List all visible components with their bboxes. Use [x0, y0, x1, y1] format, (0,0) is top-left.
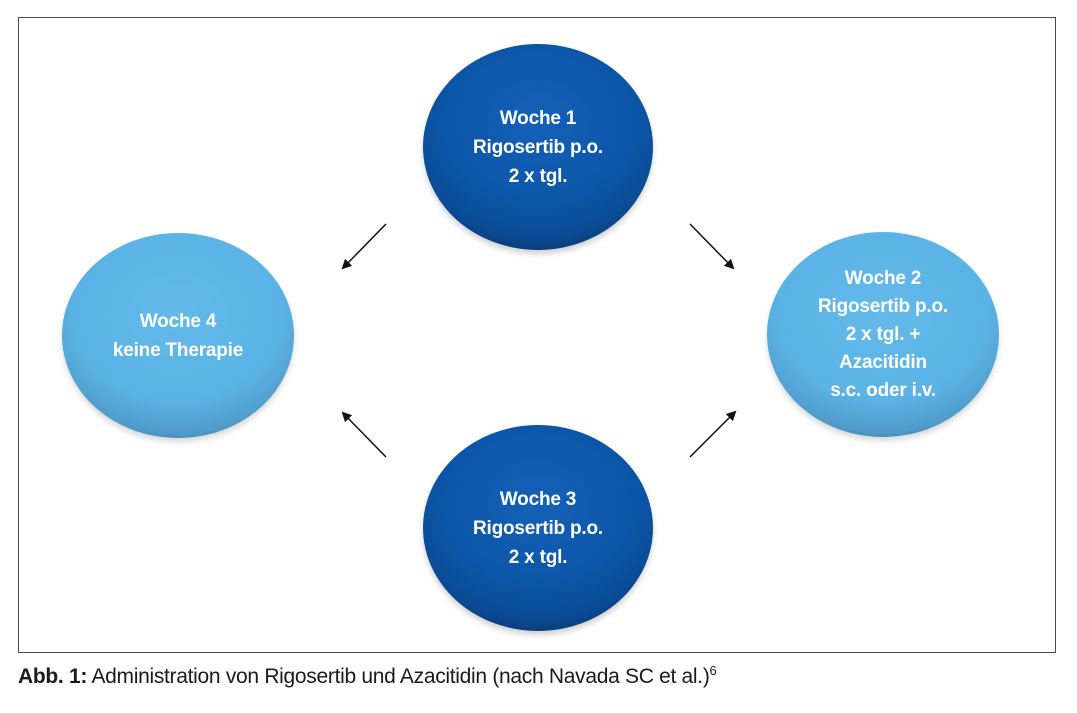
- arrow-week3-to-week4: [341, 411, 387, 458]
- node-week-3-line-2: Rigosertib p.o.: [472, 517, 603, 539]
- arrow-week4-to-week1: [341, 223, 387, 270]
- node-week-2-line-3: 2 x tgl. +: [845, 323, 921, 345]
- node-week-2-line-2: Rigosertib p.o.: [817, 295, 948, 317]
- node-week-2-line-1: Woche 2: [844, 267, 922, 289]
- node-week-4: Woche 4 keine Therapie: [62, 233, 294, 438]
- node-week-2-line-5: s.c. oder i.v.: [830, 379, 936, 401]
- node-week-4-line-1: Woche 4: [139, 310, 217, 332]
- node-week-3-line-3: 2 x tgl.: [508, 546, 568, 568]
- caption-reference: 6: [709, 663, 717, 678]
- node-week-2-line-4: Azacitidin: [839, 351, 927, 373]
- arrow-week1-to-week2: [689, 223, 735, 270]
- node-week-1-line-1: Woche 1: [499, 107, 577, 129]
- arrow-week2-to-week3: [689, 410, 737, 458]
- node-week-2: Woche 2 Rigosertib p.o. 2 x tgl. + Azaci…: [767, 232, 999, 437]
- node-week-1: Woche 1 Rigosertib p.o. 2 x tgl.: [423, 44, 653, 250]
- caption-text: Administration von Rigosertib und Azacit…: [87, 665, 710, 688]
- node-week-4-line-2: keine Therapie: [112, 339, 244, 361]
- figure-caption: Abb. 1: Administration von Rigosertib un…: [18, 663, 717, 689]
- node-week-1-line-3: 2 x tgl.: [508, 165, 568, 187]
- node-week-3: Woche 3 Rigosertib p.o. 2 x tgl.: [423, 425, 653, 631]
- node-week-3-line-1: Woche 3: [499, 488, 577, 510]
- node-week-1-line-2: Rigosertib p.o.: [472, 136, 603, 158]
- caption-label: Abb. 1:: [18, 665, 88, 688]
